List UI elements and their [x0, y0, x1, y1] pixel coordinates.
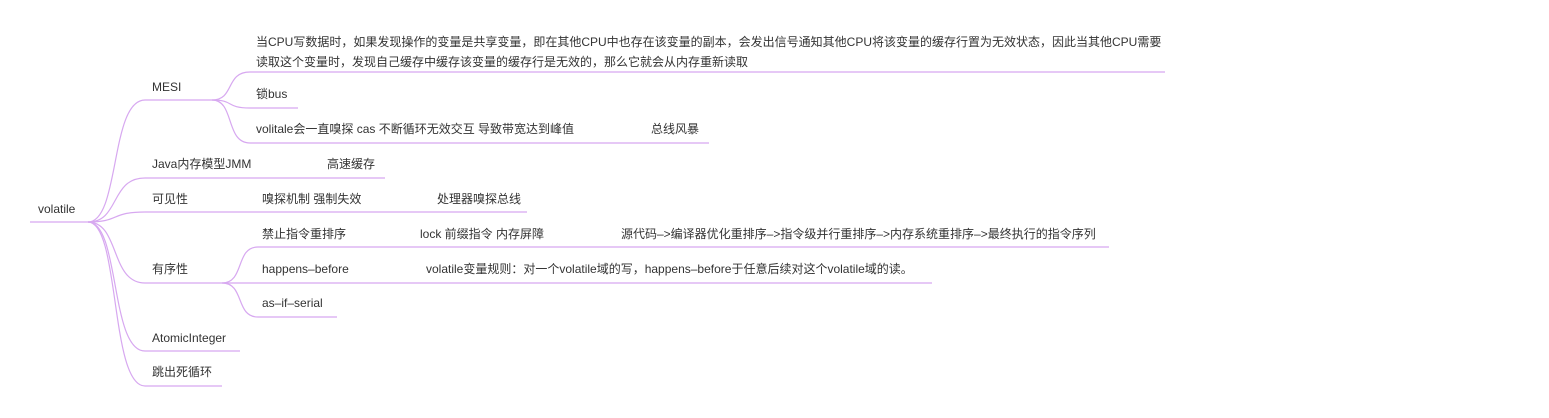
- ordering-happens-before[interactable]: happens–before: [262, 262, 349, 276]
- mesi-sniff-cas[interactable]: volitale会一直嗅探 cas 不断循环无效交互 导致带宽达到峰值: [256, 122, 575, 136]
- branch-jmm[interactable]: Java内存模型JMM: [152, 157, 252, 171]
- edge-root-jmm: [87, 177, 146, 223]
- edge-root-mesi: [87, 99, 146, 223]
- edge-root-deadloop: [87, 221, 146, 387]
- ordering-volatile-rule[interactable]: volatile变量规则：对一个volatile域的写，happens–befo…: [426, 262, 913, 276]
- ordering-no-reorder[interactable]: 禁止指令重排序: [262, 227, 347, 241]
- edge-root-atomic: [87, 221, 146, 352]
- branch-break-dead-loop[interactable]: 跳出死循环: [152, 365, 213, 379]
- branch-ordering[interactable]: 有序性: [152, 262, 189, 276]
- root-node[interactable]: volatile: [38, 202, 76, 216]
- edge-ordering-asif: [221, 282, 259, 318]
- edge-mesi-sniff: [211, 99, 251, 144]
- edge-root-visibility: [87, 211, 146, 223]
- bus-storm[interactable]: 总线风暴: [651, 122, 700, 136]
- visibility-sniff[interactable]: 嗅探机制 强制失效: [262, 192, 362, 206]
- edge-mesi-write: [211, 71, 251, 101]
- edge-ordering-reorder: [221, 246, 259, 284]
- ordering-lock-barrier[interactable]: lock 前缀指令 内存屏障: [420, 227, 545, 241]
- ordering-reorder-sequence[interactable]: 源代码–>编译器优化重排序–>指令级并行重排序–>内存系统重排序–>最终执行的指…: [621, 227, 1096, 241]
- jmm-cache[interactable]: 高速缓存: [327, 157, 376, 171]
- branch-mesi[interactable]: MESI: [152, 80, 182, 94]
- mesi-lock-bus[interactable]: 锁bus: [256, 87, 288, 101]
- branch-visibility[interactable]: 可见性: [152, 192, 189, 206]
- ordering-as-if-serial[interactable]: as–if–serial: [262, 296, 323, 310]
- visibility-bus-sniff[interactable]: 处理器嗅探总线: [437, 192, 522, 206]
- edge-root-ordering: [87, 221, 146, 284]
- branch-atomic-integer[interactable]: AtomicInteger: [152, 331, 227, 345]
- mesi-write-invalidate-text[interactable]: 当CPU写数据时，如果发现操作的变量是共享变量，即在其他CPU中也存在该变量的副…: [256, 35, 1162, 69]
